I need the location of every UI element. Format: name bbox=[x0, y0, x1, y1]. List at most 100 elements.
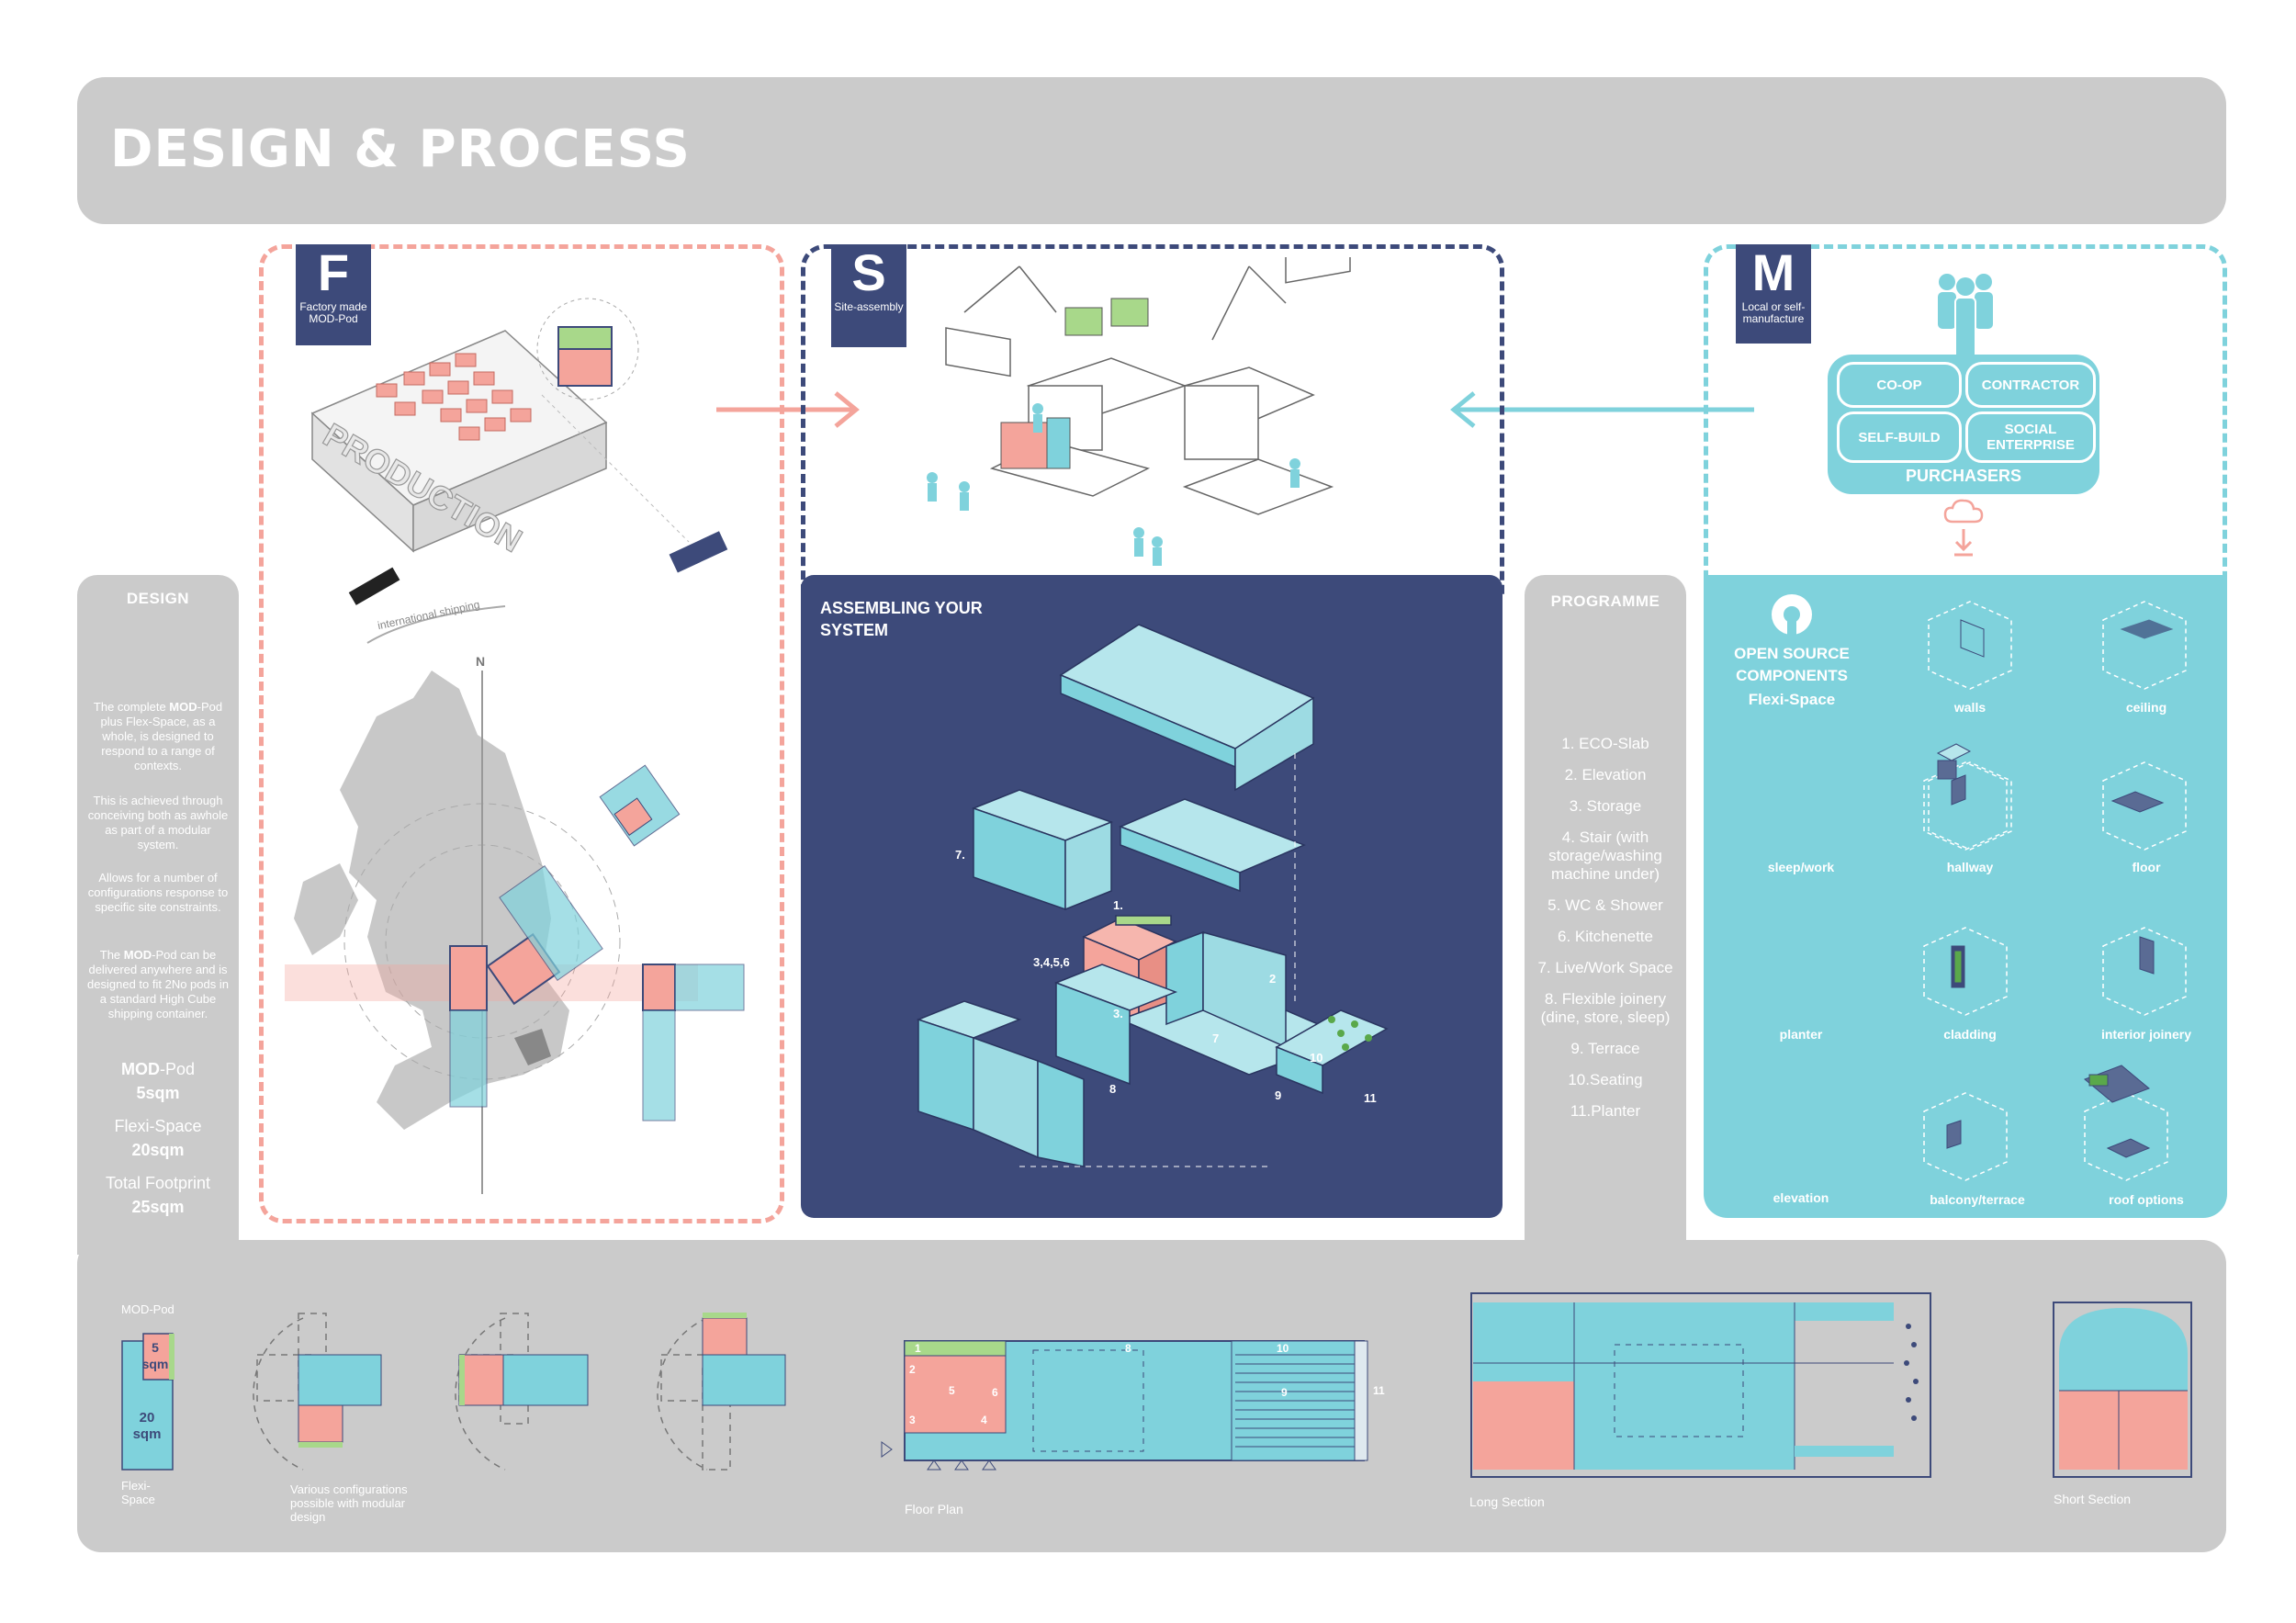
assembly-label: 11 bbox=[1364, 1091, 1377, 1105]
selfbuild-option: SELF-BUILD bbox=[1837, 411, 1962, 463]
plan-number: 6 bbox=[992, 1386, 998, 1399]
plan-number: 8 bbox=[1125, 1342, 1131, 1355]
five-label: 5 bbox=[152, 1340, 159, 1355]
site-tag: S Site-assembly bbox=[831, 244, 906, 347]
short-section-drawing bbox=[2053, 1302, 2192, 1478]
manufacture-panel bbox=[1704, 244, 2227, 598]
configs-caption: Various configurations possible with mod… bbox=[290, 1482, 408, 1524]
programme-column bbox=[1525, 575, 1686, 1255]
factory-illustration: PRODUCTION international shipping N bbox=[285, 298, 745, 1194]
design-text-4: The MOD-Pod can be delivered anywhere an… bbox=[87, 948, 229, 1020]
programme-item: 6. Kitchenette bbox=[1558, 928, 1653, 945]
component-hallway-label: hallway bbox=[1946, 860, 1994, 874]
component-roof-options-label: roof options bbox=[2109, 1192, 2184, 1207]
purchasers-box bbox=[1828, 355, 2099, 494]
stat-modpod-label: MOD-Pod bbox=[120, 1060, 196, 1078]
twenty-label: 20 bbox=[140, 1410, 155, 1426]
arrow-factory-to-site bbox=[716, 391, 860, 428]
component-elevation-label: elevation bbox=[1773, 1190, 1829, 1205]
design-heading: DESIGN bbox=[126, 590, 190, 607]
exploded-axonometric: 7. 1. 3,4,5,6 3. 7 8 9 10 11 2 bbox=[916, 624, 1389, 1167]
design-text-2: This is achieved through conceiving both… bbox=[87, 794, 229, 851]
long-section-drawing bbox=[1470, 1292, 1931, 1478]
assembling-heading: ASSEMBLING YOUR SYSTEM bbox=[820, 599, 983, 639]
assembly-label: 7. bbox=[955, 848, 965, 862]
coop-option: CO-OP bbox=[1837, 362, 1962, 408]
programme-item: 3. Storage bbox=[1569, 797, 1642, 815]
sqm2-label: sqm bbox=[133, 1426, 162, 1442]
programme-heading: PROGRAMME bbox=[1550, 592, 1660, 610]
modpod-caption: MOD-Pod bbox=[121, 1302, 174, 1316]
programme-item: 1. ECO-Slab bbox=[1561, 735, 1649, 752]
shipping-label: international shipping bbox=[377, 598, 481, 632]
floor-plan-drawing: 1 5 6 2 3 4 8 10 9 11 bbox=[881, 1340, 1385, 1471]
plan-number: 4 bbox=[981, 1414, 987, 1426]
programme-item: 4. Stair (with storage/washing machine u… bbox=[1548, 828, 1662, 883]
component-floor-label: floor bbox=[2132, 860, 2161, 874]
short-section-caption: Short Section bbox=[2054, 1492, 2132, 1506]
stat-flexi-label: Flexi-Space bbox=[114, 1117, 202, 1135]
assembly-label: 1. bbox=[1113, 898, 1123, 912]
sqm-label: sqm bbox=[142, 1357, 169, 1371]
assembly-label: 3. bbox=[1113, 1007, 1123, 1020]
design-column bbox=[77, 575, 239, 1255]
cloud-download-icon bbox=[1943, 499, 1984, 557]
plan-number: 1 bbox=[915, 1342, 921, 1355]
stat-flexi-value: 20sqm bbox=[131, 1141, 185, 1159]
long-section-caption: Long Section bbox=[1469, 1494, 1545, 1509]
social-enterprise-option: SOCIAL ENTERPRISE bbox=[1965, 411, 2096, 463]
programme-item: 11.Planter bbox=[1570, 1102, 1641, 1120]
programme-list: 1. ECO-Slab 2. Elevation 3. Storage 4. S… bbox=[1529, 735, 1682, 1133]
components-subheading: Flexi-Space bbox=[1748, 691, 1836, 708]
component-interior-joinery-label: interior joinery bbox=[2100, 1027, 2192, 1042]
components-heading: OPEN SOURCE COMPONENTS bbox=[1734, 645, 1850, 684]
component-balcony-label: balcony/terrace bbox=[1930, 1192, 2025, 1207]
stat-total-value: 25sqm bbox=[131, 1198, 185, 1216]
stat-modpod-value: 5sqm bbox=[136, 1084, 180, 1102]
assembly-label: 10 bbox=[1310, 1051, 1322, 1065]
people-icon bbox=[1938, 274, 1993, 367]
programme-item: 8. Flexible joinery (dine, store, sleep) bbox=[1540, 990, 1671, 1026]
plan-number: 3 bbox=[909, 1414, 916, 1426]
purchasers-label: PURCHASERS bbox=[1905, 467, 2022, 485]
configuration-diagrams bbox=[253, 1313, 786, 1471]
plan-number: 5 bbox=[949, 1384, 955, 1397]
programme-item: 5. WC & Shower bbox=[1548, 896, 1663, 914]
stat-total-label: Total Footprint bbox=[105, 1174, 211, 1192]
assembly-label: 7 bbox=[1212, 1031, 1219, 1045]
component-sleepwork-label: sleep/work bbox=[1767, 860, 1835, 874]
assembly-label: 3,4,5,6 bbox=[1033, 955, 1070, 969]
plan-number: 9 bbox=[1281, 1386, 1288, 1399]
assembly-label: 2 bbox=[1269, 972, 1276, 986]
component-planter-label: planter bbox=[1779, 1027, 1823, 1042]
design-text-1: The complete MOD-Pod plus Flex-Space, as… bbox=[93, 700, 223, 772]
component-icons bbox=[1923, 601, 2187, 1181]
page-title: DESIGN & PROCESS bbox=[110, 119, 691, 179]
component-cladding-label: cladding bbox=[1943, 1027, 1997, 1042]
component-walls-label: walls bbox=[1953, 700, 1986, 715]
factory-tag: F Factory made MOD-Pod bbox=[296, 244, 371, 345]
title-bar: DESIGN & PROCESS bbox=[77, 77, 2226, 224]
programme-item: 2. Elevation bbox=[1564, 766, 1647, 783]
plan-number: 10 bbox=[1277, 1342, 1289, 1355]
manufacture-tag: M Local or self-manufacture bbox=[1736, 244, 1811, 344]
site-panel bbox=[801, 244, 1504, 598]
programme-item: 9. Terrace bbox=[1570, 1040, 1640, 1057]
site-assembly-illustration bbox=[927, 257, 1351, 566]
components-block bbox=[1704, 575, 2227, 1218]
assembly-label: 9 bbox=[1275, 1088, 1281, 1102]
contractor-option: CONTRACTOR bbox=[1965, 362, 2096, 408]
floor-plan-caption: Floor Plan bbox=[905, 1502, 963, 1516]
assembly-label: 8 bbox=[1109, 1082, 1116, 1096]
flexi-caption: Flexi-Space bbox=[121, 1479, 155, 1506]
plan-number: 11 bbox=[1373, 1384, 1385, 1397]
factory-panel bbox=[259, 244, 784, 1223]
open-source-icon bbox=[1772, 594, 1812, 637]
programme-item: 10.Seating bbox=[1568, 1071, 1643, 1088]
modpod-diagram: 5 sqm 20 sqm bbox=[121, 1333, 174, 1471]
design-text-3: Allows for a number of configurations re… bbox=[87, 871, 229, 914]
component-ceiling-label: ceiling bbox=[2125, 700, 2167, 715]
north-label: N bbox=[476, 654, 485, 669]
programme-item: 7. Live/Work Space bbox=[1537, 959, 1673, 976]
plan-number: 2 bbox=[909, 1363, 916, 1376]
